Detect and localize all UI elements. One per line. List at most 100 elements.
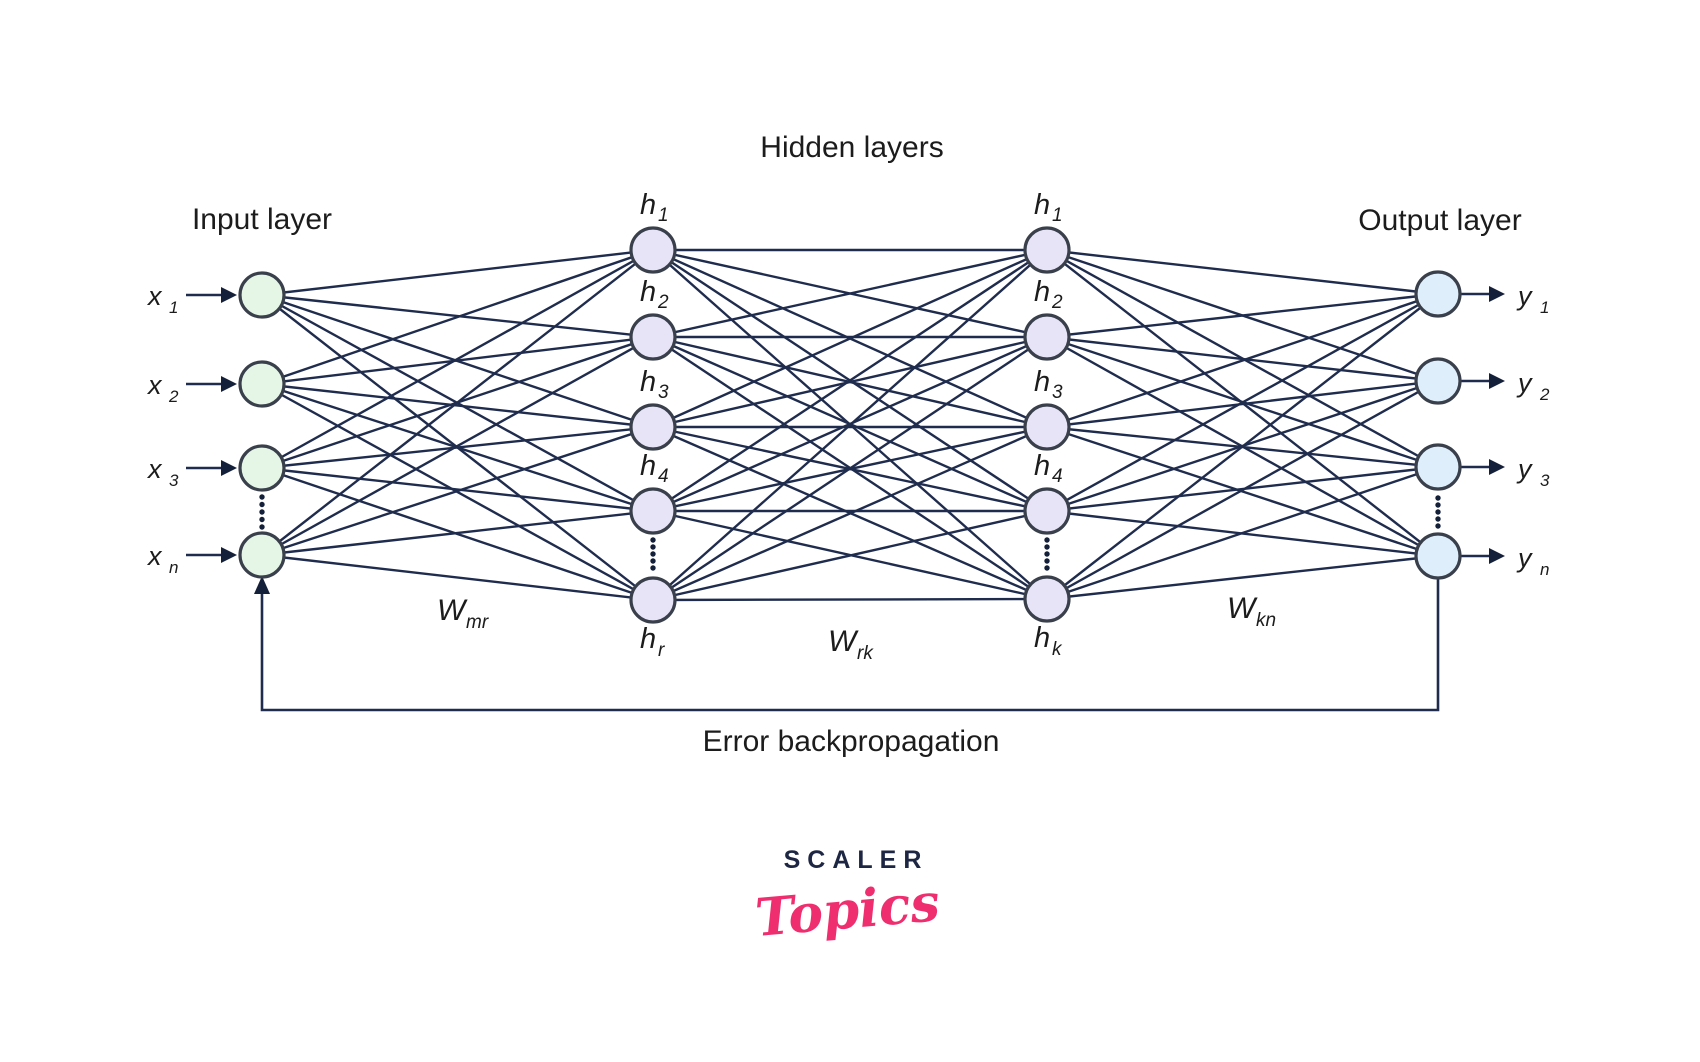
edge-hidden1-hidden2 (652, 597, 1048, 602)
hidden1-node-label: h (640, 366, 656, 398)
hidden1-node-label-sub: 4 (658, 466, 669, 487)
hidden2-ellipsis-dots (1044, 551, 1050, 557)
edge-hidden1-hidden2 (652, 336, 1048, 601)
edge-hidden1-hidden2 (652, 248, 1048, 339)
edge-hidden2-output (1046, 292, 1439, 339)
input-ellipsis-dots (259, 509, 265, 515)
edge-input-hidden1 (261, 335, 654, 557)
edge-hidden1-hidden2 (652, 248, 1048, 513)
input-node (238, 531, 286, 579)
edge-hidden2-output (1046, 379, 1439, 601)
hidden1-node-label-sub: r (658, 640, 665, 661)
hidden2-node-label: h (1034, 366, 1050, 398)
edge-hidden2-output (1046, 335, 1439, 383)
edge-input-hidden1 (261, 553, 654, 602)
hidden2-ellipsis-dots (1044, 558, 1050, 564)
input-node-label-sub: 1 (169, 298, 178, 317)
output-node-label-sub: 2 (1539, 385, 1550, 404)
hidden1-node-label: h (640, 450, 656, 482)
output-ellipsis-dots (1435, 502, 1441, 508)
output-arrowhead-icon (1489, 459, 1505, 475)
hidden1-ellipsis-dots (650, 551, 656, 557)
edge-input-hidden1 (261, 248, 654, 470)
output-node-label-sub: 3 (1540, 471, 1550, 490)
hidden1-ellipsis-dots (650, 544, 656, 550)
hidden2-node (1023, 403, 1071, 451)
hidden2-ellipsis-dots (1044, 565, 1050, 571)
output-node-label-sub: n (1540, 560, 1549, 579)
output-ellipsis-dots (1435, 523, 1441, 529)
output-node (1414, 270, 1462, 318)
edge-hidden1-hidden2 (652, 248, 1048, 429)
input-arrowhead-icon (221, 547, 237, 563)
edge-input-hidden1 (261, 466, 654, 513)
output-node (1414, 532, 1462, 580)
hidden2-node-label-sub: k (1052, 639, 1063, 660)
output-node (1414, 357, 1462, 405)
input-node-label: x (146, 541, 163, 571)
hidden2-ellipsis-dots (1044, 544, 1050, 550)
input-ellipsis-dots (259, 501, 265, 508)
edge-hidden2-output (1046, 293, 1439, 600)
edge-hidden1-hidden2 (652, 509, 1048, 602)
input-layer-title: Input layer (192, 203, 332, 236)
hidden2-node-label: h (1034, 276, 1050, 308)
input-node (238, 360, 286, 408)
edge-input-hidden1 (261, 249, 654, 556)
output-node-label: y (1516, 543, 1533, 573)
error-backpropagation-label: Error backpropagation (703, 725, 1000, 758)
edge-input-hidden1 (261, 425, 654, 557)
hidden1-node-label: h (640, 623, 656, 655)
output-node-label: y (1516, 454, 1533, 484)
input-node (238, 271, 286, 319)
hidden1-node (629, 487, 677, 535)
output-ellipsis-dots (1435, 509, 1441, 515)
hidden2-node-label-sub: 4 (1052, 466, 1063, 487)
hidden1-node-label-sub: 1 (658, 205, 669, 226)
edge-hidden2-output (1046, 292, 1439, 429)
hidden1-ellipsis-dots (650, 537, 656, 543)
hidden1-node (629, 403, 677, 451)
hidden1-node-label: h (640, 189, 656, 221)
hidden1-node-label-sub: 3 (658, 382, 669, 403)
edge-input-hidden1 (261, 248, 654, 386)
hidden2-node-label-sub: 1 (1052, 205, 1063, 226)
hidden2-node (1023, 313, 1071, 361)
input-ellipsis-dots (259, 494, 265, 500)
hidden2-node-label-sub: 3 (1052, 382, 1063, 403)
logo-brand-text: SCALER (784, 846, 929, 874)
hidden1-node (629, 226, 677, 274)
input-arrowhead-icon (221, 376, 237, 392)
hidden2-node (1023, 226, 1071, 274)
input-node-label: x (146, 281, 163, 311)
output-layer-title: Output layer (1358, 204, 1521, 237)
edge-hidden2-output (1046, 425, 1439, 558)
hidden-layers-title: Hidden layers (760, 131, 943, 164)
edge-input-hidden1 (261, 509, 654, 557)
output-arrowhead-icon (1489, 548, 1505, 564)
edge-input-hidden1 (261, 425, 654, 470)
hidden1-node-label: h (640, 276, 656, 308)
hidden2-node-label-sub: 2 (1051, 292, 1063, 313)
input-node-label-sub: 2 (168, 387, 179, 406)
output-arrowhead-icon (1489, 286, 1505, 302)
weight-label: W (437, 594, 468, 627)
edge-hidden2-output (1046, 248, 1439, 296)
hidden2-node (1023, 575, 1071, 623)
input-arrowhead-icon (221, 460, 237, 476)
edge-input-hidden1 (261, 382, 654, 429)
input-ellipsis-dots (259, 516, 265, 523)
hidden1-ellipsis-dots (650, 565, 656, 571)
edge-hidden1-hidden2 (652, 335, 1048, 429)
output-node-label: y (1516, 281, 1533, 311)
hidden2-ellipsis-dots (1044, 537, 1050, 543)
weight-label-sub: kn (1256, 610, 1276, 631)
output-node (1414, 443, 1462, 491)
hidden2-node-label: h (1034, 450, 1050, 482)
input-node-label-sub: 3 (169, 471, 179, 490)
output-ellipsis-dots (1435, 495, 1441, 501)
weight-label: W (1227, 592, 1258, 625)
weight-label: W (828, 625, 859, 658)
input-ellipsis-dots (259, 524, 265, 530)
